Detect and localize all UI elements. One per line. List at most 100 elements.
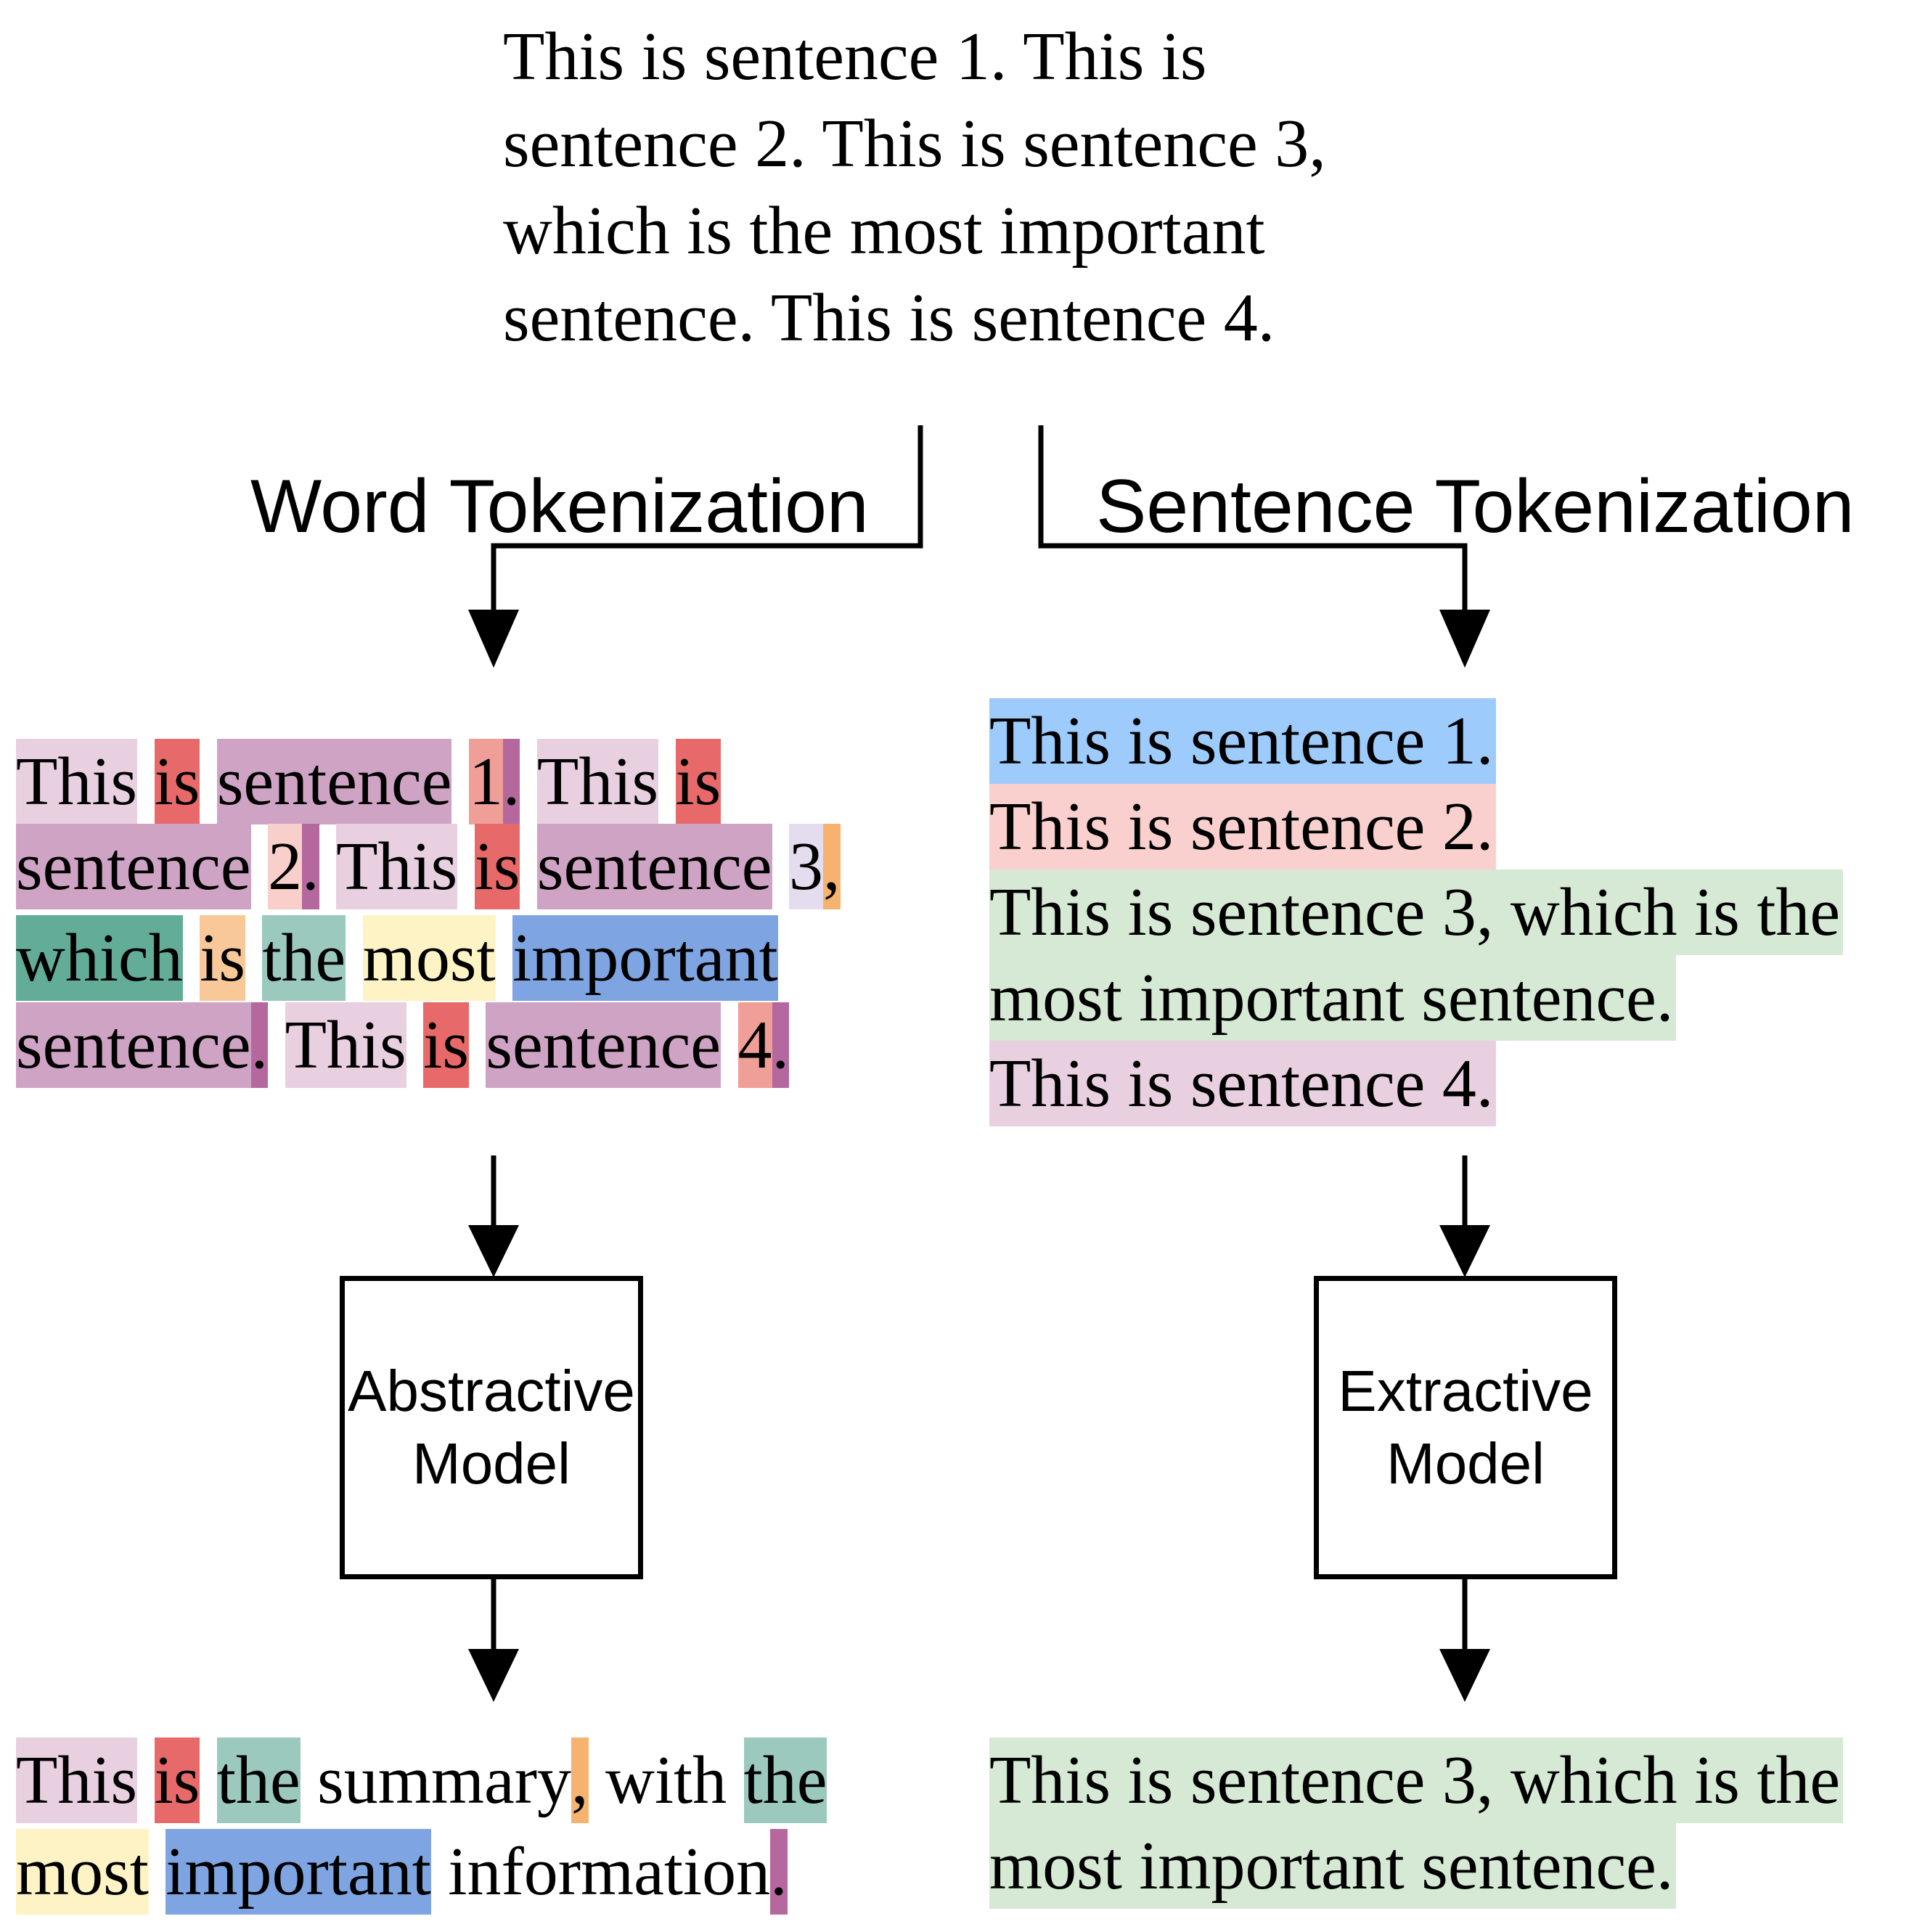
sentence-line: This is sentence 2. <box>989 784 1497 869</box>
token: This <box>336 824 458 909</box>
token: sentence <box>16 1002 251 1088</box>
token: most <box>362 915 496 1001</box>
token-space <box>200 739 217 824</box>
model-label: Extractive <box>1338 1359 1593 1423</box>
word-token-line: sentence 2. This is sentence 3, <box>16 824 841 909</box>
sentence-line: This is sentence 3, which is the <box>989 1737 1844 1823</box>
sentence-tokenization-label: Sentence Tokenization <box>1096 464 1855 549</box>
input-line: which is the most important <box>503 193 1265 269</box>
token-space <box>451 739 469 824</box>
token-space <box>772 824 790 909</box>
sentence-token: This is sentence 4. <box>989 1041 1497 1126</box>
token: information <box>448 1834 771 1910</box>
token: . <box>502 739 520 824</box>
token-space <box>589 1737 606 1823</box>
input-line: sentence. This is sentence 4. <box>503 280 1275 356</box>
model-label: Abstractive <box>348 1359 635 1423</box>
token-space <box>721 1002 738 1088</box>
token-space <box>183 915 200 1001</box>
token: This <box>285 1002 406 1088</box>
word-branch-arrowhead <box>468 610 519 668</box>
token-space <box>406 1002 424 1088</box>
input-document: This is sentence 1. This is sentence 2. … <box>503 13 1447 361</box>
arrow-from-abstractive-head <box>468 1649 519 1702</box>
token: sentence <box>16 824 251 909</box>
sentence-token: most important sentence. <box>989 1823 1677 1909</box>
model-label: Model <box>412 1431 571 1496</box>
token: which <box>16 915 183 1001</box>
token: 1 <box>468 739 503 824</box>
word-branch-arrow <box>491 425 923 610</box>
token: sentence <box>486 1002 722 1088</box>
word-token-line: which is the most important <box>16 915 778 1001</box>
token: . <box>250 1002 269 1088</box>
token-space <box>319 824 337 909</box>
token: This <box>16 1737 138 1823</box>
token-space <box>431 1829 449 1915</box>
summary-token-line: This is the summary, with the <box>16 1737 827 1823</box>
token: important <box>512 915 778 1001</box>
token: the <box>743 1737 827 1823</box>
token-space <box>469 1002 486 1088</box>
token: , <box>823 824 841 909</box>
arrow-to-extractive-head <box>1439 1225 1490 1277</box>
token-space <box>245 915 263 1001</box>
token: , <box>571 1737 589 1823</box>
input-line: sentence 2. This is sentence 3, <box>503 106 1326 181</box>
input-line: This is sentence 1. This is <box>503 19 1207 94</box>
token: is <box>423 1002 469 1088</box>
arrow-to-abstractive-head <box>468 1225 519 1277</box>
token: is <box>474 824 520 909</box>
token: sentence <box>216 739 452 824</box>
token: . <box>302 824 319 909</box>
token: is <box>154 739 200 824</box>
token: with <box>605 1743 727 1818</box>
arrow-from-extractive-head <box>1439 1649 1490 1702</box>
token: sentence <box>536 824 772 909</box>
token-space <box>301 1737 318 1823</box>
sentence-line: This is sentence 4. <box>989 1041 1497 1126</box>
word-token-line: This is sentence 1. This is <box>16 739 722 824</box>
token-space <box>457 824 475 909</box>
sentence-line: This is sentence 1. <box>989 698 1497 784</box>
token: . <box>770 1829 788 1915</box>
token: the <box>262 915 346 1001</box>
token: This <box>16 739 138 824</box>
summary-token-line: most important information. <box>16 1829 788 1915</box>
token-space <box>346 915 363 1001</box>
token: is <box>675 739 722 824</box>
sentence-branch-arrow <box>1038 425 1468 610</box>
sentence-line: most important sentence. <box>989 1823 1677 1909</box>
token: 3 <box>789 824 824 909</box>
token-space <box>251 824 269 909</box>
token: most <box>16 1829 149 1915</box>
token-space <box>137 739 155 824</box>
abstractive-model-box: Abstractive Model <box>340 1276 643 1579</box>
sentence-token: This is sentence 1. <box>989 698 1497 784</box>
token-space <box>658 739 676 824</box>
token: 4 <box>737 1002 772 1088</box>
word-token-line: sentence. This is sentence 4. <box>16 1002 790 1088</box>
sentence-token: This is sentence 2. <box>989 784 1497 869</box>
token: . <box>772 1002 790 1088</box>
token: is <box>200 915 245 1001</box>
model-label: Model <box>1386 1431 1545 1496</box>
sentence-token: most important sentence. <box>989 955 1677 1041</box>
token-space <box>149 1829 166 1915</box>
sentence-token: This is sentence 3, which is the <box>989 869 1844 955</box>
token-space <box>520 824 537 909</box>
token: summary <box>317 1743 572 1818</box>
token-space <box>137 1737 155 1823</box>
token: important <box>165 1829 431 1915</box>
token: This <box>536 739 659 824</box>
token: 2 <box>268 824 303 909</box>
token-space <box>520 739 537 824</box>
word-tokenization-label: Word Tokenization <box>250 464 869 549</box>
token-space <box>496 915 513 1001</box>
sentence-line: This is sentence 3, which is the <box>989 869 1844 955</box>
token-space <box>200 1737 217 1823</box>
token: is <box>154 1737 200 1823</box>
token-space <box>268 1002 285 1088</box>
token-space <box>727 1737 744 1823</box>
